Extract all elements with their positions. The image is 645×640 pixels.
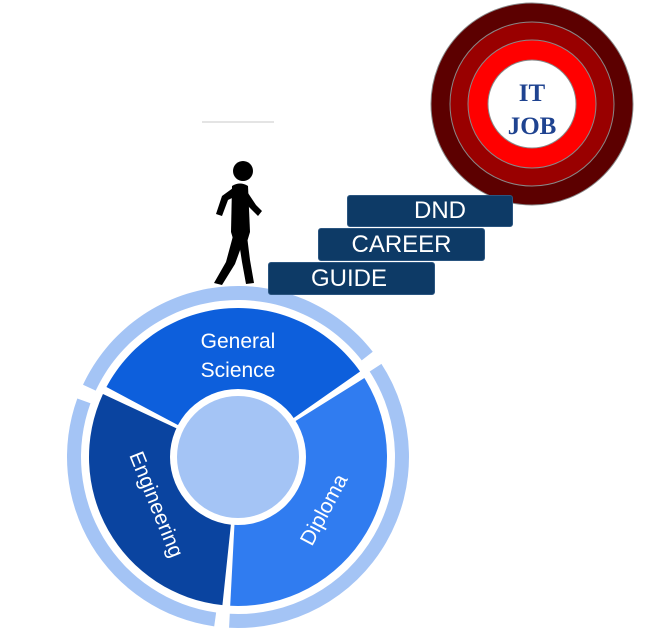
it-job-target: IT JOB (430, 2, 634, 206)
segment-label-science: Science (201, 359, 276, 382)
step-guide: GUIDE (268, 262, 435, 295)
target-label-line1: IT (519, 80, 546, 107)
outer-ring-arc (83, 285, 373, 391)
step-career: CAREER (318, 228, 485, 261)
segment-general-science (106, 307, 361, 427)
walking-person-icon (214, 161, 262, 285)
target-bullseye (487, 59, 577, 149)
segment-engineering (89, 394, 232, 606)
step-dnd: DND (347, 195, 513, 227)
segment-label-general: General (201, 330, 276, 353)
center-hub (177, 396, 299, 518)
outer-ring-arc (229, 363, 409, 628)
outer-ring-arc (66, 398, 217, 627)
target-label-line2: JOB (508, 113, 557, 140)
segment-diploma (230, 378, 387, 606)
